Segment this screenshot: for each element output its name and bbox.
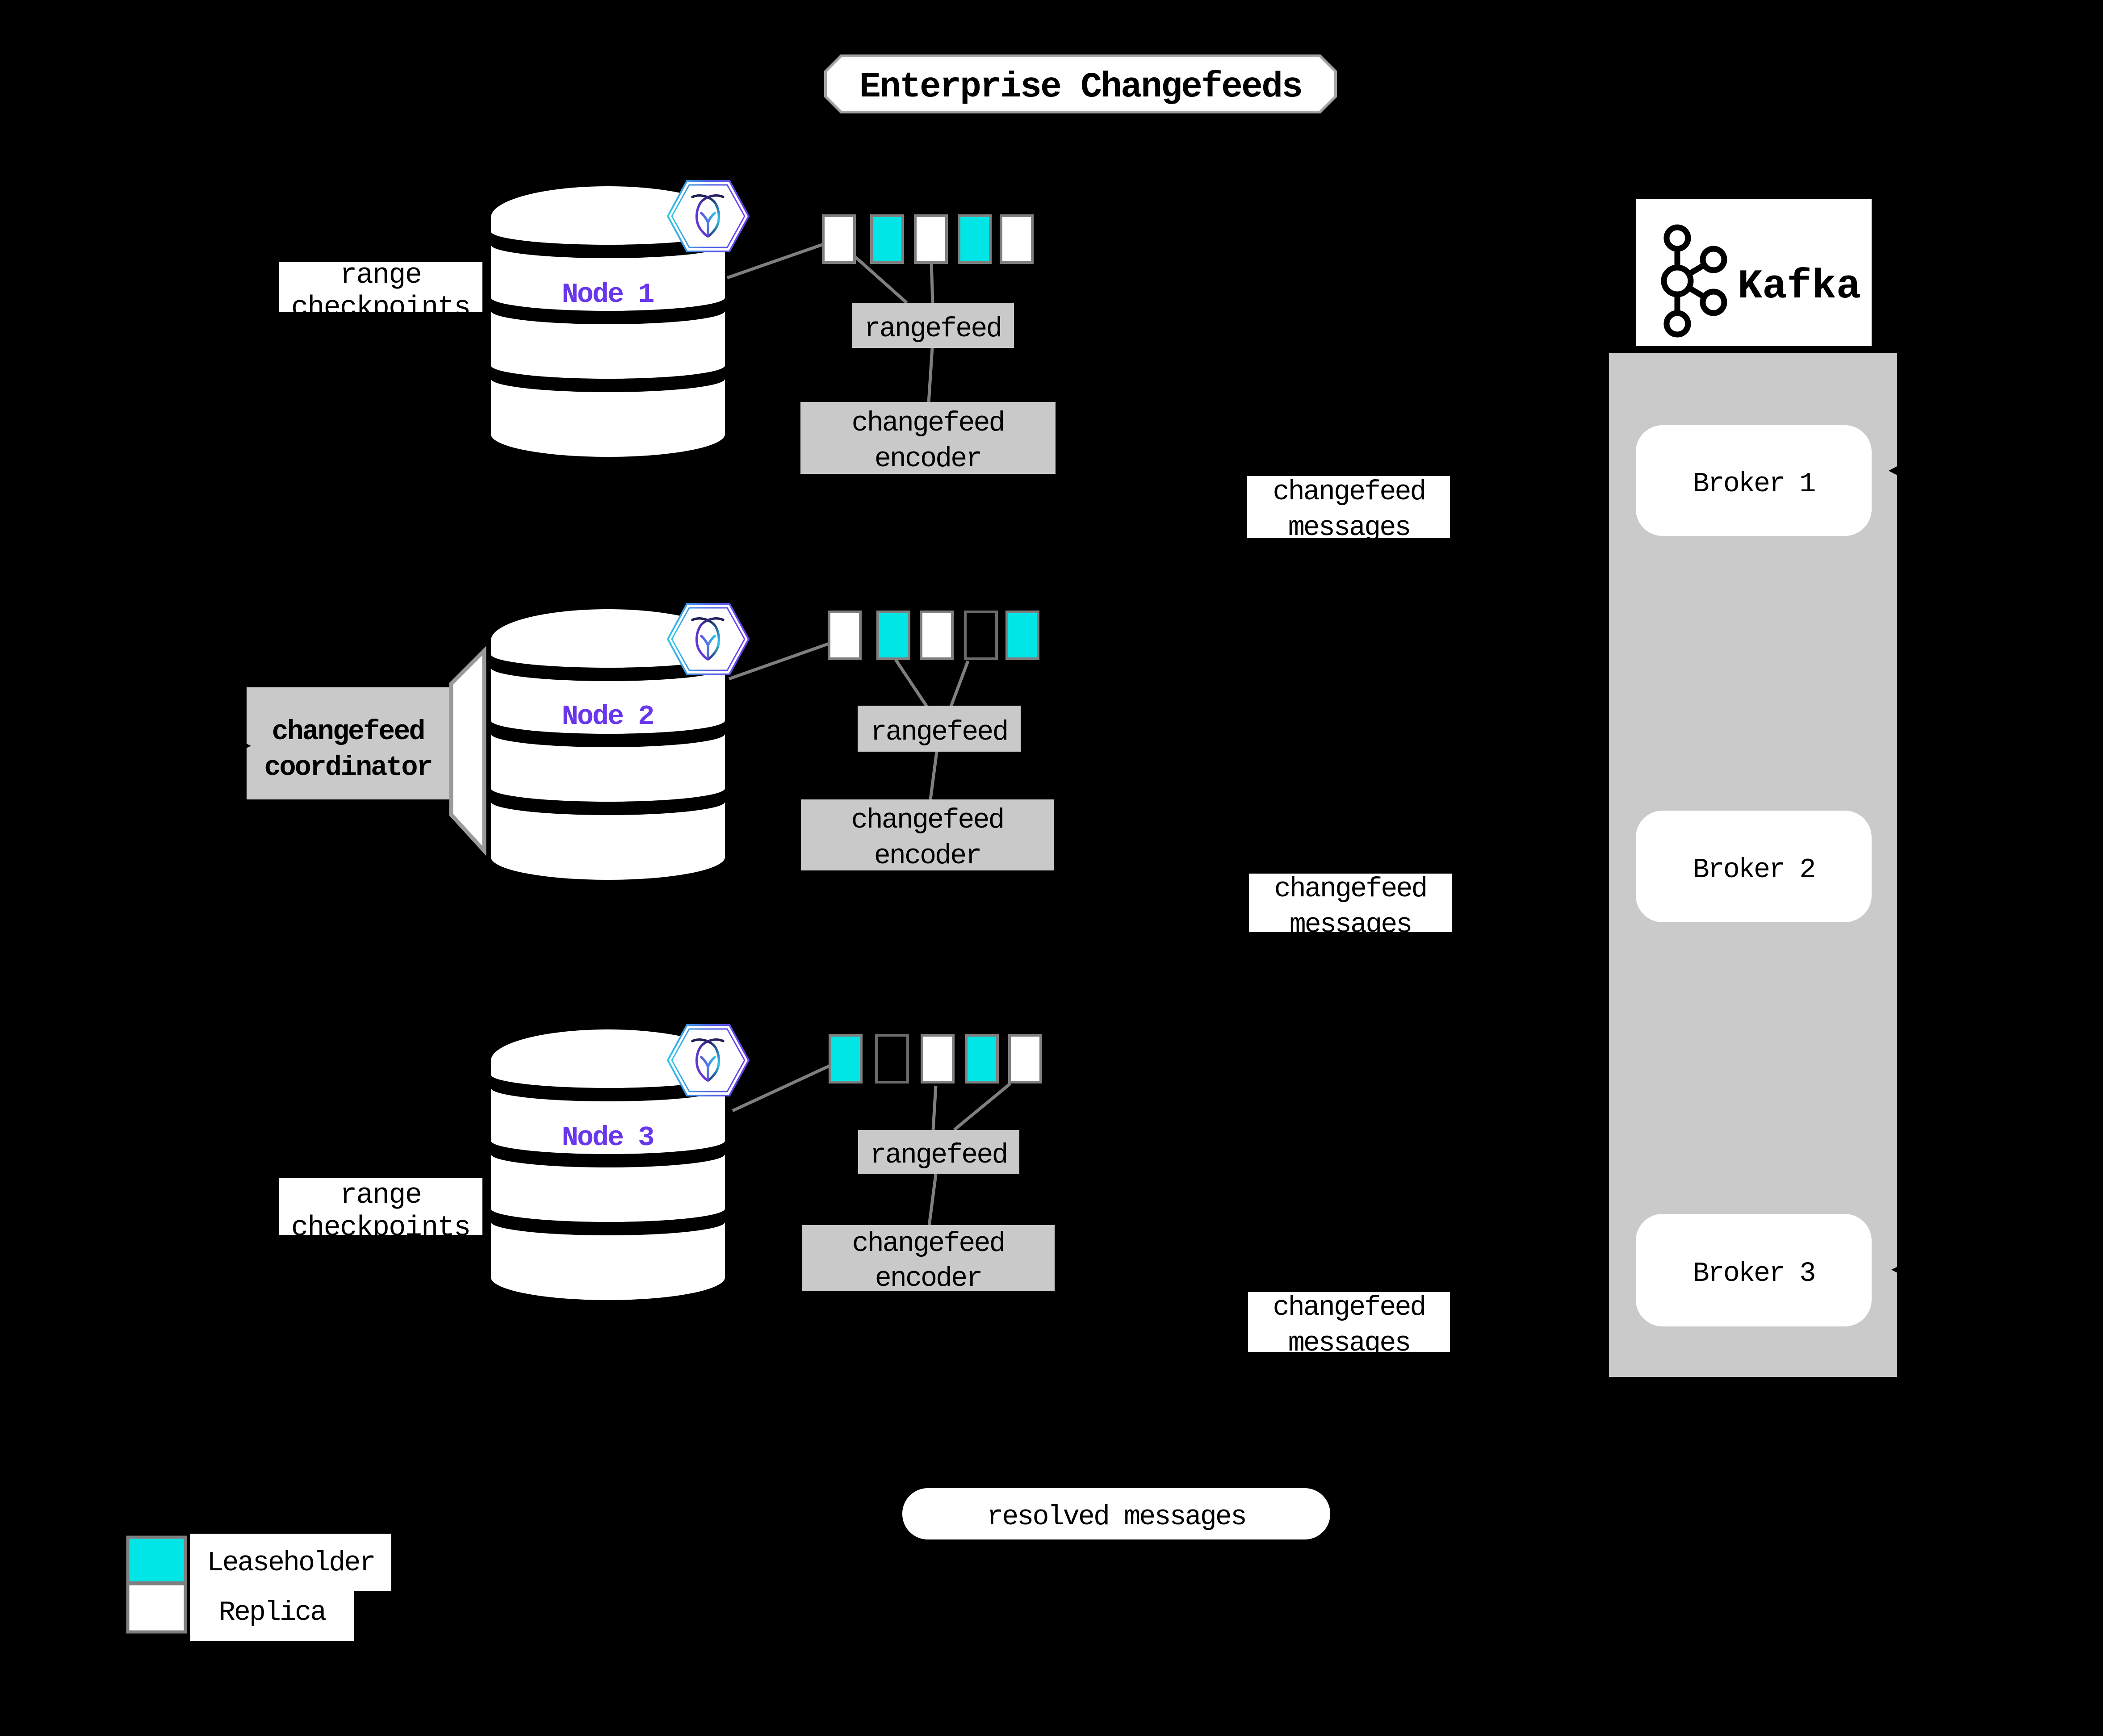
svg-text:changefeed: changefeed — [1273, 1292, 1425, 1323]
svg-text:Broker 2: Broker 2 — [1693, 854, 1815, 886]
svg-text:Broker 3: Broker 3 — [1693, 1258, 1815, 1289]
svg-text:messages: messages — [1288, 512, 1410, 544]
svg-text:Enterprise Changefeeds: Enterprise Changefeeds — [859, 67, 1302, 108]
svg-text:encoder: encoder — [875, 443, 981, 475]
svg-text:range: range — [340, 259, 421, 292]
svg-text:Kafka: Kafka — [1738, 263, 1861, 310]
svg-text:checkpoints: checkpoints — [291, 1212, 470, 1244]
svg-text:Node 2: Node 2 — [562, 701, 654, 732]
svg-text:encoder: encoder — [875, 1263, 982, 1294]
svg-text:rangefeed: rangefeed — [871, 716, 1008, 748]
svg-text:changefeed: changefeed — [851, 407, 1004, 439]
svg-text:messages: messages — [1290, 909, 1412, 941]
svg-text:range: range — [340, 1180, 421, 1212]
svg-text:Leaseholder: Leaseholder — [207, 1547, 374, 1579]
svg-text:encoder: encoder — [874, 840, 981, 872]
svg-text:rangefeed: rangefeed — [870, 1139, 1007, 1171]
svg-text:Node 1: Node 1 — [562, 279, 654, 310]
svg-text:rangefeed: rangefeed — [864, 313, 1001, 345]
svg-text:changefeed: changefeed — [272, 716, 424, 748]
svg-text:changefeed: changefeed — [852, 1228, 1004, 1259]
svg-text:changefeed: changefeed — [851, 804, 1003, 836]
svg-text:Broker 1: Broker 1 — [1693, 468, 1815, 500]
svg-text:changefeed: changefeed — [1274, 873, 1426, 905]
svg-text:coordinator: coordinator — [264, 752, 431, 783]
svg-text:Replica: Replica — [219, 1597, 327, 1628]
svg-text:checkpoints: checkpoints — [291, 292, 470, 324]
svg-text:resolved messages: resolved messages — [987, 1501, 1246, 1533]
svg-text:changefeed: changefeed — [1273, 476, 1425, 508]
svg-text:messages: messages — [1288, 1327, 1410, 1359]
svg-text:Node 3: Node 3 — [562, 1122, 654, 1154]
